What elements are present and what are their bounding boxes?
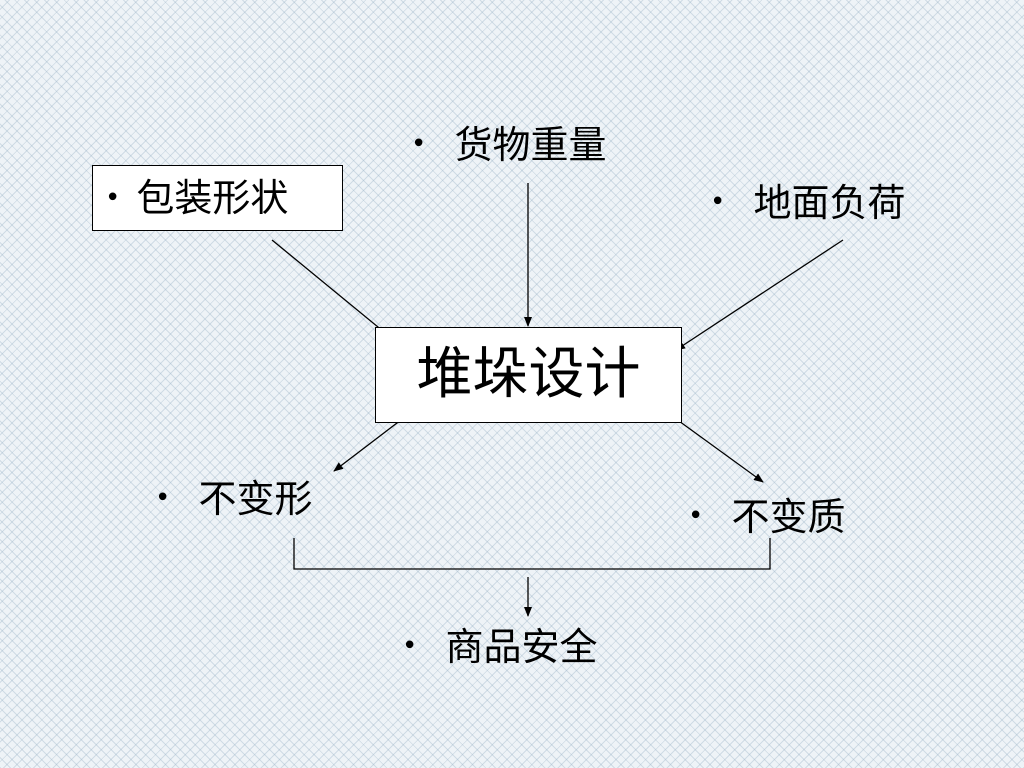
output-node-no-decay: • 不变质	[688, 498, 845, 536]
output-node-no-deform: • 不变形	[155, 480, 312, 518]
input-node-weight: • 货物重量	[411, 126, 606, 164]
bullet-icon: •	[105, 183, 121, 213]
output-label-no-decay: 不变质	[731, 495, 846, 539]
bullet-icon: •	[710, 187, 726, 217]
center-node: 堆垛设计	[375, 327, 682, 423]
input-node-packaging: • 包装形状	[92, 165, 343, 231]
input-label-weight: 货物重量	[454, 123, 607, 167]
bullet-icon: •	[402, 631, 418, 661]
arrow-floor-to-center	[675, 239, 844, 351]
bullet-icon: •	[155, 483, 171, 513]
input-label-floor: 地面负荷	[753, 181, 906, 225]
bracket-merge-outputs	[293, 538, 771, 570]
bullet-icon: •	[411, 129, 427, 159]
result-label-safety: 商品安全	[445, 625, 598, 669]
center-label: 堆垛设计	[416, 342, 641, 407]
result-node-safety: • 商品安全	[402, 628, 597, 666]
bullet-icon: •	[688, 501, 704, 531]
input-label-packaging: 包装形状	[136, 176, 289, 220]
output-label-no-deform: 不变形	[198, 477, 313, 521]
input-node-floor: • 地面负荷	[710, 184, 905, 222]
